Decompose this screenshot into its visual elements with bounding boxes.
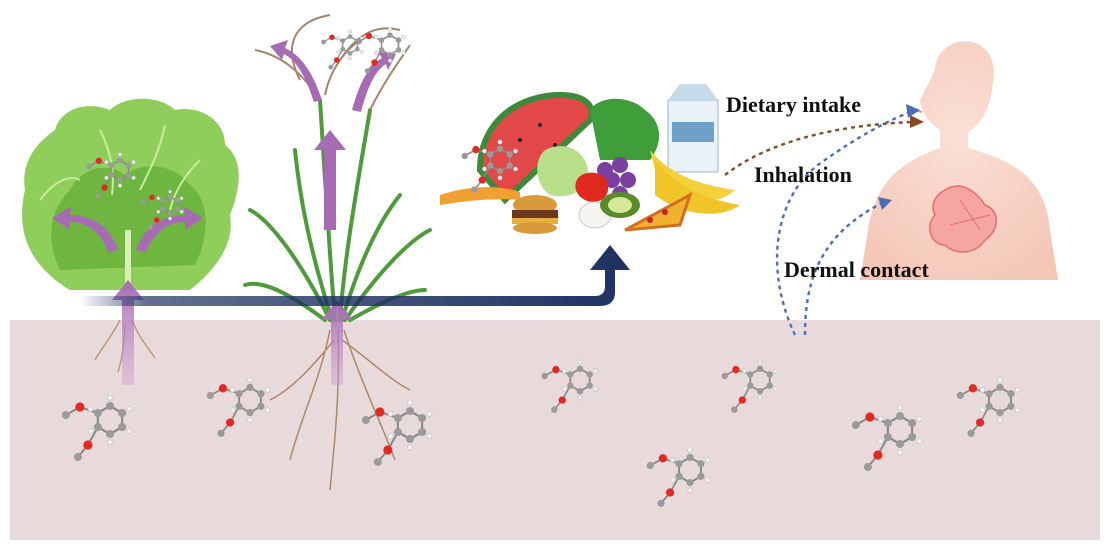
inhalation-label: Inhalation (754, 162, 852, 187)
molecule-icon (956, 377, 1021, 437)
molecule-icon (61, 394, 133, 461)
dermal-pathway (803, 201, 883, 336)
molecule-icon (86, 152, 136, 199)
dietary-arrowhead (910, 115, 924, 128)
transfer-arrow (80, 245, 630, 306)
molecule-icon (851, 404, 923, 471)
dermal-contact-label: Dermal contact (784, 257, 929, 282)
molecule-group (61, 27, 1021, 507)
molecule-icon (206, 377, 271, 437)
molecule-icon (461, 139, 518, 193)
molecule-icon (141, 189, 184, 230)
molecule-icon (721, 359, 778, 413)
plant-uptake-arrows (52, 40, 396, 385)
food-pile-icon (440, 84, 740, 234)
molecule-icon (321, 29, 364, 70)
soil-layer (10, 320, 1100, 540)
molecule-icon (541, 359, 598, 413)
molecule-icon (646, 447, 711, 507)
inhalation-pathway (775, 110, 911, 336)
exposure-pathways (724, 110, 913, 336)
molecule-icon (361, 399, 433, 466)
inhalation-arrowhead (906, 104, 920, 118)
dermal-arrowhead (878, 197, 892, 210)
molecule-icon (356, 27, 406, 74)
dietary-intake-label: Dietary intake (726, 92, 862, 117)
lung-icon (929, 185, 997, 253)
lettuce-plant-icon (22, 98, 239, 373)
